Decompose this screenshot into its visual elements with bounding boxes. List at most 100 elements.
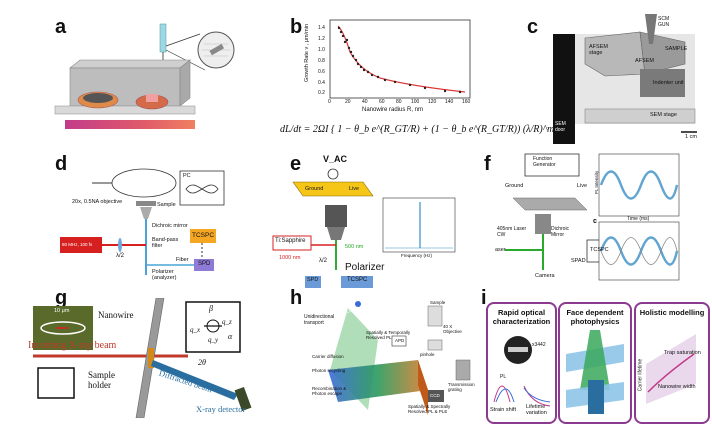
- indenter-unit-label: Indenter unit: [653, 80, 684, 86]
- pc-label: PC: [183, 173, 191, 179]
- panel-i: Rapid optical characterization x3442 PL …: [486, 302, 710, 424]
- plot-f-sublabel: c: [593, 218, 597, 225]
- sem-chamber-illustration: [553, 14, 697, 144]
- afsem-label: AFSEM: [635, 58, 654, 64]
- panel-h: λ_exc = 405 nm Unidirectional transport …: [304, 300, 476, 425]
- fg-label: Function Generator: [533, 156, 556, 168]
- laser-f-label: 405nm Laser CW: [497, 226, 527, 238]
- plot-b-xtick-1: 20: [345, 99, 351, 105]
- plot-b-ytick-4: 1.0: [318, 47, 325, 53]
- trap-label: Trap saturation: [664, 350, 701, 356]
- nanowire-label: Nanowire: [98, 310, 134, 320]
- growth-rate-plot: [329, 19, 471, 99]
- tcspc-d-label: TCSPC: [192, 232, 215, 239]
- grating-label: Transmission grating: [448, 382, 475, 392]
- scm-gun-label: SCM GUN: [658, 16, 670, 28]
- sample-label: SAMPLE: [665, 46, 688, 52]
- lifetime-label: Lifetime variation: [526, 404, 547, 416]
- beta-label: β: [209, 304, 213, 313]
- plot-b-ytick-2: 0.6: [318, 69, 325, 75]
- spatial-spectral-label: Spatially & Spectrally Resolved PL & PLE: [408, 404, 451, 414]
- camera-label: Camera: [535, 273, 555, 279]
- live-e-label: Live: [349, 186, 360, 192]
- setup-d-illustration: [60, 168, 225, 275]
- tcspc-f-label: TCSPC: [590, 247, 609, 253]
- incoming-beam-label: Incoming X-ray beam: [28, 340, 117, 351]
- halfwave-e-label: λ/2: [319, 258, 328, 264]
- spad-label: SPAD: [571, 258, 586, 264]
- growth-equation: dL/dt = 2ΩI { 1 − θ_b e^(R_GT/R) + (1 − …: [280, 124, 561, 135]
- fiber-label: Fiber: [176, 257, 189, 263]
- panel-label-d: d: [55, 153, 68, 175]
- plot-b-xtick-7: 140: [445, 99, 454, 105]
- plot-b-xtick-6: 120: [428, 99, 437, 105]
- inset-e-xlabel: Frequency (Hz): [401, 253, 433, 258]
- objective-h-label: 40 X Objective: [443, 324, 462, 334]
- plot-b-xtick-2: 40: [362, 99, 368, 105]
- spd-e-label: SPD: [307, 277, 319, 283]
- scale-bar-label: 1 cm: [685, 134, 697, 140]
- afsem-stage-label: AFSEM stage: [589, 44, 608, 56]
- laser-short-label: aser: [495, 247, 506, 253]
- plot-b-ytick-6: 1.4: [318, 25, 325, 31]
- pl-setup-illustration: [328, 301, 471, 415]
- qx-label: q_x: [190, 326, 201, 334]
- panel-b: Growth Rate v , μm/min Nanowire radius R…: [280, 14, 561, 149]
- col3-graphic: [646, 334, 696, 404]
- apd-label: APD: [395, 338, 405, 343]
- nanowire-width-label: Nanowire width: [658, 384, 696, 390]
- panel-label-i: i: [481, 287, 487, 309]
- col1-graphic: [493, 336, 551, 407]
- spd-d-label: SPD: [198, 261, 211, 267]
- polarizer-e-label: Polarizer: [345, 262, 385, 273]
- plot-b-ylabel: Growth Rate v , μm/min: [303, 24, 310, 82]
- plot-b-ytick-5: 1.2: [318, 36, 325, 42]
- panel-a-illustration: [54, 23, 206, 129]
- dichroic-f-label: Dichroic Mirror: [551, 226, 570, 238]
- scale-g-label: 10 μm: [54, 308, 70, 314]
- panel-label-f: f: [484, 153, 491, 175]
- col2-graphic: [566, 330, 624, 414]
- panel-a-zoom: [196, 30, 236, 70]
- objective-label: 20x, 0.5NA objective: [72, 199, 123, 205]
- excitation-label: λ_exc = 405 nm: [344, 308, 380, 314]
- panel-i-col2: Face dependent photophysics: [558, 302, 632, 424]
- panel-e: V_AC Ground Live Ti:Sapphire 1000 nm 500…: [265, 154, 475, 290]
- panel-i-col3: Holistic modelling Trap saturation Nanow…: [634, 302, 710, 424]
- panel-f: Function Generator Ground Live 405nm Las…: [495, 150, 710, 285]
- plot-f-ylabel: PL Intensity: [594, 170, 600, 195]
- panel-label-b: b: [290, 16, 303, 38]
- strain-label: Strain shift: [490, 407, 516, 413]
- qy-label: q_y: [208, 336, 219, 344]
- transport-label: Unidirectional transport: [304, 314, 335, 326]
- panel-g: 10 μm Nanowire Incoming X-ray beam Sampl…: [28, 298, 278, 418]
- panel-a: [40, 20, 210, 145]
- plot-b-xtick-3: 60: [379, 99, 385, 105]
- sem-stage-label: SEM stage: [650, 112, 677, 118]
- panel-c: SEM door SEM stage AFSEM stage AFSEM SAM…: [545, 14, 710, 144]
- sample-h-label: Sample: [430, 300, 446, 305]
- sample-d-label: Sample: [157, 202, 176, 208]
- bandpass-label: Band-pass filter: [152, 237, 179, 249]
- sem-door-label: SEM door: [555, 121, 566, 133]
- spatial-temporal-label: Spatially & Temporally Resolved PL: [366, 330, 411, 340]
- panel-i-col1: Rapid optical characterization x3442 PL …: [486, 302, 557, 424]
- plot-b-ytick-0: 0.2: [318, 90, 325, 96]
- sample-holder-label: Sample holder: [88, 370, 115, 390]
- setup-f-illustration: [505, 153, 680, 281]
- panel-d: PC 20x, 0.5NA objective Sample Dichroic …: [52, 165, 272, 285]
- col3-title: Holistic modelling: [639, 308, 705, 317]
- col1-title: Rapid optical characterization: [492, 308, 551, 326]
- live-f-label: Live: [577, 183, 588, 189]
- plot-f-xlabel: Time (ms): [627, 216, 650, 222]
- recombination-label: Recombination & Photon escape: [312, 386, 347, 396]
- plot-b-xtick-5: 100: [411, 99, 420, 105]
- panel-label-a: a: [55, 16, 67, 38]
- qz-label: q_z: [222, 318, 232, 326]
- polarizer-d-label: Polarizer (analyzer): [152, 269, 177, 281]
- carrier-lifetime-label: Carrier lifetime: [637, 358, 644, 392]
- tcspc-e-label: TCSPC: [347, 277, 368, 283]
- plot-b-ytick-1: 0.4: [318, 80, 325, 86]
- signal-wl-label: 500 nm: [345, 244, 364, 250]
- col2-title: Face dependent photophysics: [566, 308, 624, 326]
